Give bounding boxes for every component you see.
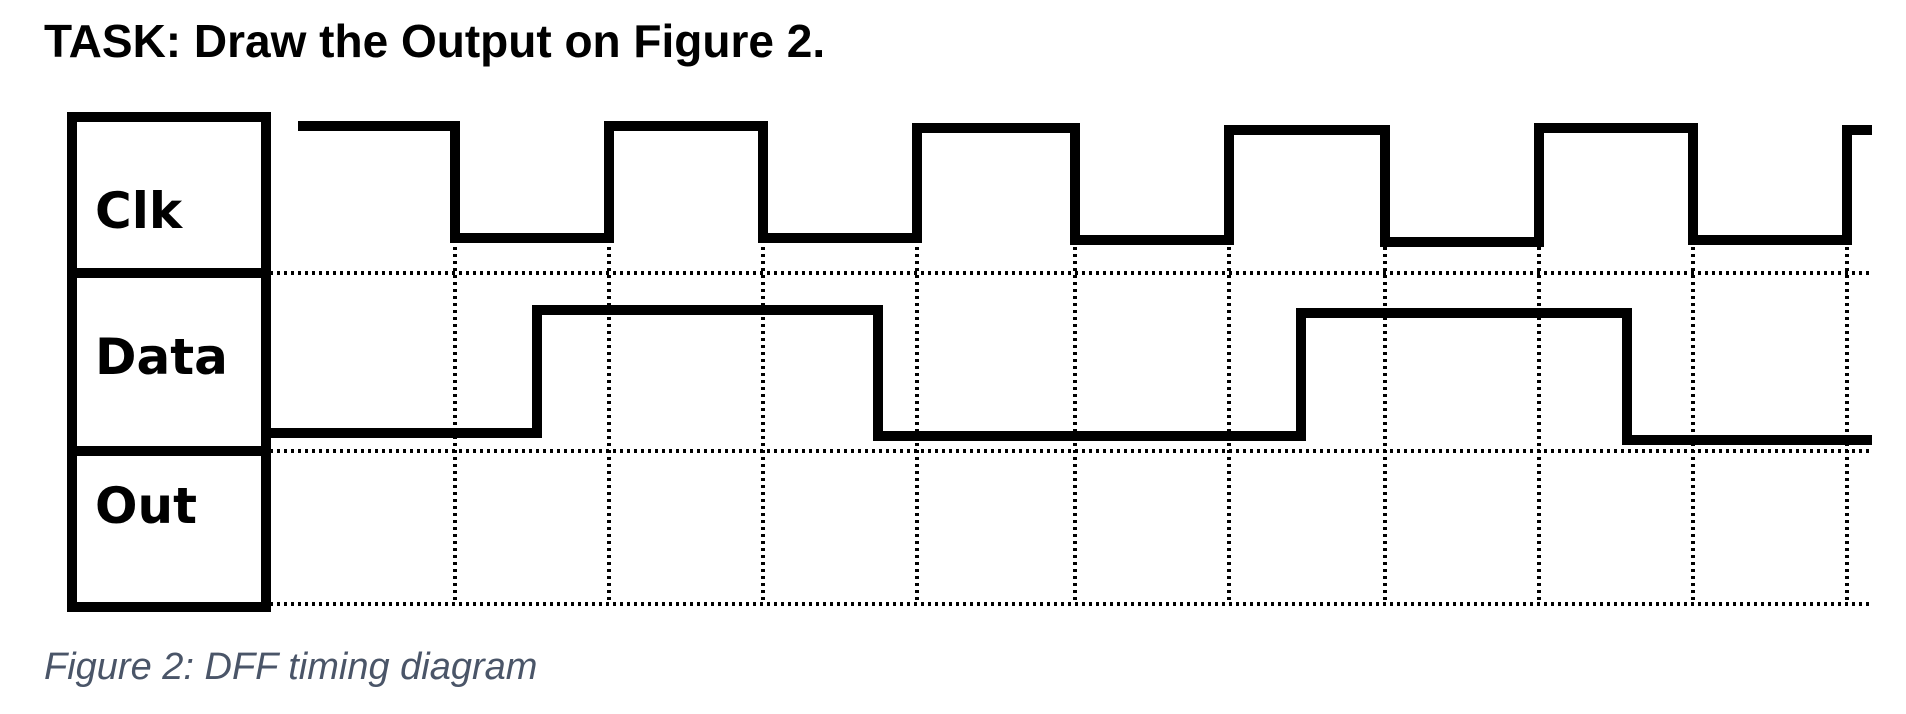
figure-caption: Figure 2: DFF timing diagram [44, 646, 538, 688]
grid-lines [270, 240, 1870, 606]
label-table: Clk Data Out [67, 112, 271, 612]
clk-waveform [298, 121, 1872, 247]
data-waveform [266, 305, 1872, 445]
clk-label: Clk [95, 182, 184, 240]
out-label: Out [95, 477, 197, 535]
data-label: Data [95, 328, 228, 386]
label-table-border [67, 112, 271, 612]
clk-waveform-path [298, 121, 1872, 247]
task-title: TASK: Draw the Output on Figure 2. [44, 15, 826, 67]
data-waveform-path [266, 305, 1872, 445]
